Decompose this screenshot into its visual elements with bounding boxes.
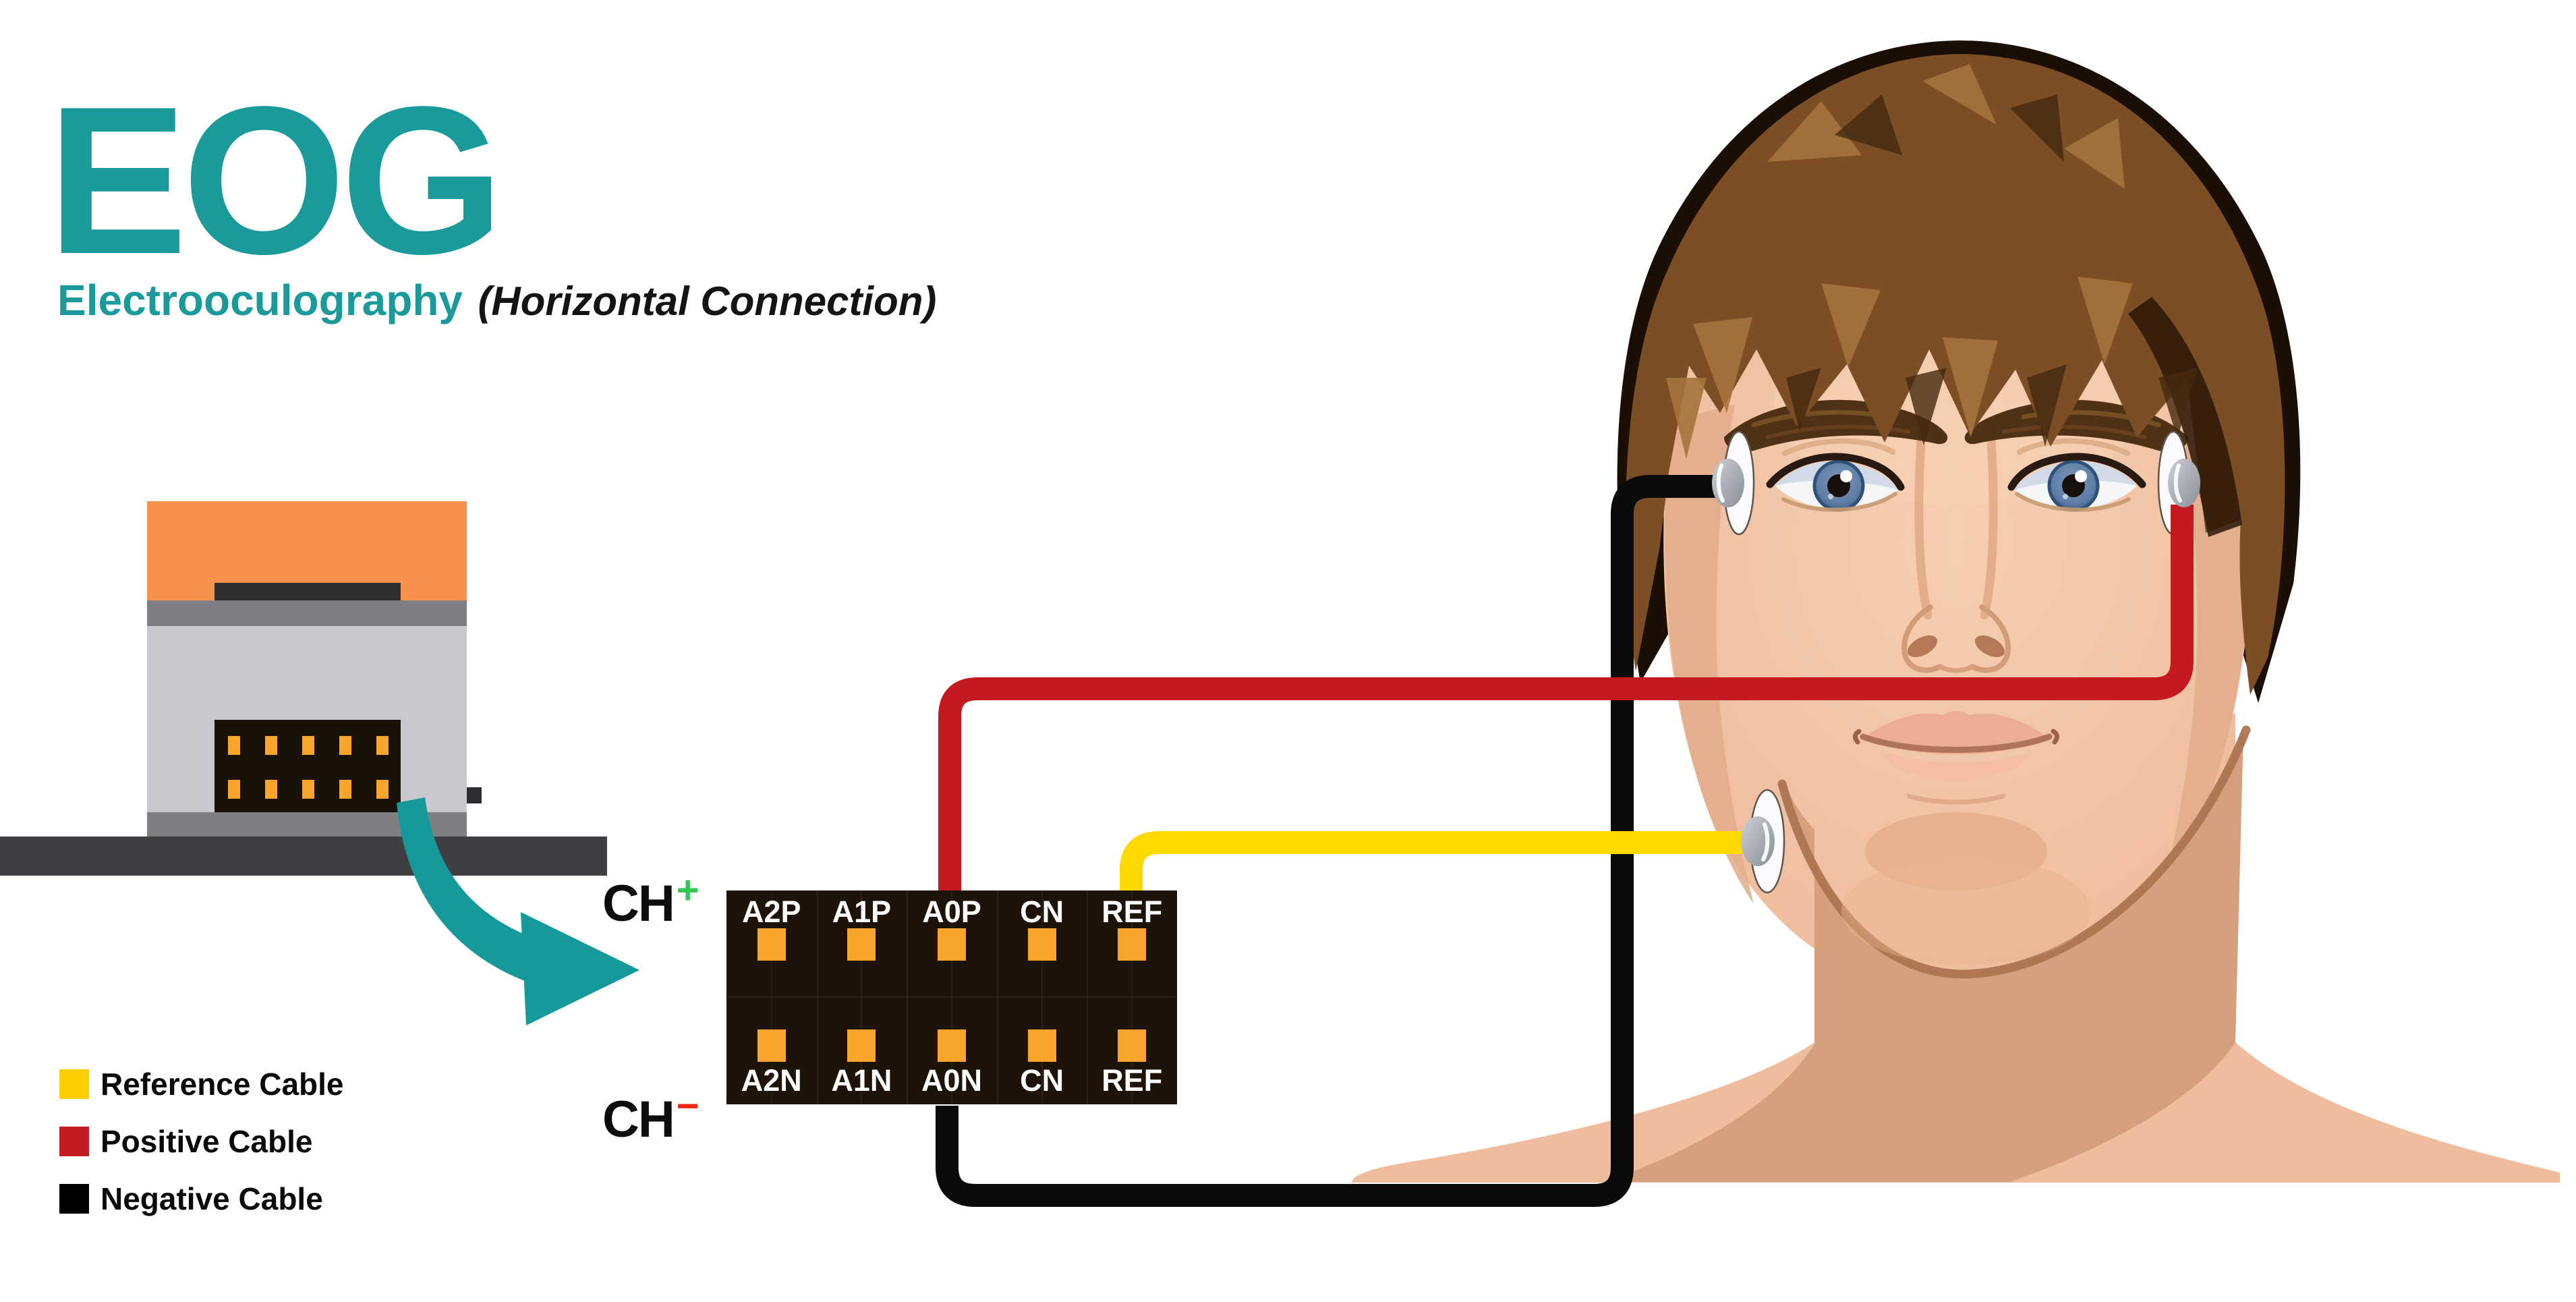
pin-label-A0N: A0N (921, 1063, 982, 1098)
device-connector-pins (228, 736, 389, 799)
jaw-soft-shadow (1841, 857, 2091, 965)
subtitle-note: (Horizontal Connection) (478, 279, 937, 324)
pin-column-CN: CN CN (997, 890, 1087, 1104)
pin-CN (1027, 1029, 1056, 1062)
channel-positive-text: CH (602, 875, 675, 932)
electrode-discs (1712, 459, 2200, 866)
legend-swatch-icon (59, 1069, 89, 1099)
channel-negative-text: CH (602, 1091, 675, 1148)
face-shadow-left (1665, 405, 1754, 904)
pin-column-A2P: A2P A2N (726, 890, 817, 1104)
neck-shadow (1605, 732, 2243, 1182)
right-eye (2007, 438, 2146, 512)
reference-cable (1120, 831, 1758, 892)
panel-column-separator (1087, 890, 1089, 1104)
channel-negative-label: CH− (602, 1084, 699, 1149)
lips (1853, 711, 2059, 805)
left-eye (1766, 438, 1905, 512)
curved-arrow-icon (397, 797, 639, 1025)
pin-column-REF: REF REF (1087, 890, 1177, 1104)
pin-A1P (847, 928, 876, 961)
device-illustration (0, 501, 607, 876)
pin-label-A1P: A1P (832, 895, 892, 929)
pin-label-A0P: A0P (922, 895, 981, 929)
positive-cable (938, 505, 2194, 892)
panel-column-separator (907, 890, 909, 1104)
pin-label-REF: REF (1101, 895, 1163, 929)
pin-A0P (937, 928, 966, 961)
panel-column-separator (996, 890, 998, 1104)
hair-shadow-sweep (2128, 297, 2242, 537)
legend-swatch-icon (59, 1184, 89, 1214)
legend-label: Negative Cable (101, 1181, 323, 1216)
page-subtitle: Electrooculography (Horizontal Connectio… (57, 275, 936, 325)
pin-A2N (757, 1029, 786, 1062)
pin-label-CN: CN (1020, 895, 1064, 929)
panel-row-separator (726, 996, 1177, 998)
legend-label: Reference Cable (101, 1067, 344, 1102)
hair-dark-streaks (1786, 94, 2198, 447)
nose (1901, 432, 2011, 673)
pin-label-CN: CN (1020, 1063, 1064, 1098)
legend-item: Reference Cable (59, 1067, 344, 1102)
pin-REF (1118, 928, 1147, 961)
pin-panel: A2P A2N A1P A1N A0P A0N CN CN REF REF (726, 890, 1177, 1104)
jawline (1777, 725, 2251, 979)
chin-shadow (1865, 812, 2047, 890)
device-side-knob (467, 787, 482, 803)
legend-label: Positive Cable (101, 1124, 313, 1159)
pin-label-REF: REF (1101, 1063, 1163, 1098)
legend-item: Positive Cable (59, 1124, 344, 1159)
legend-item: Negative Cable (59, 1181, 344, 1216)
device-top-slot (214, 583, 401, 600)
pin-label-A2P: A2P (742, 895, 801, 929)
pin-column-A1P: A1P A1N (817, 890, 907, 1104)
page-title: EOG (47, 63, 504, 298)
panel-column-separator (816, 890, 818, 1104)
person-illustration (1352, 40, 2560, 1183)
device-base-board (0, 837, 607, 876)
pin-label-A2N: A2N (741, 1063, 802, 1098)
negative-cable (936, 475, 1728, 1207)
legend-swatch-icon (59, 1127, 89, 1156)
pin-A0N (937, 1029, 966, 1062)
right-eye-electrode-disc (2168, 459, 2200, 507)
channel-positive-label: CH+ (602, 868, 699, 933)
pin-A1N (847, 1029, 876, 1062)
pin-REF (1118, 1029, 1147, 1062)
neck-electrode-disc (1741, 816, 1775, 866)
minus-sign: − (676, 1084, 699, 1128)
pin-label-A1N: A1N (831, 1063, 892, 1098)
device-band-top (147, 600, 467, 626)
subtitle-main: Electrooculography (57, 276, 463, 324)
pin-column-A0P: A0P A0N (907, 890, 997, 1104)
plus-sign: + (676, 868, 699, 912)
pin-A2P (757, 928, 786, 961)
pin-CN (1027, 928, 1056, 961)
hair-highlights (1666, 64, 2133, 459)
